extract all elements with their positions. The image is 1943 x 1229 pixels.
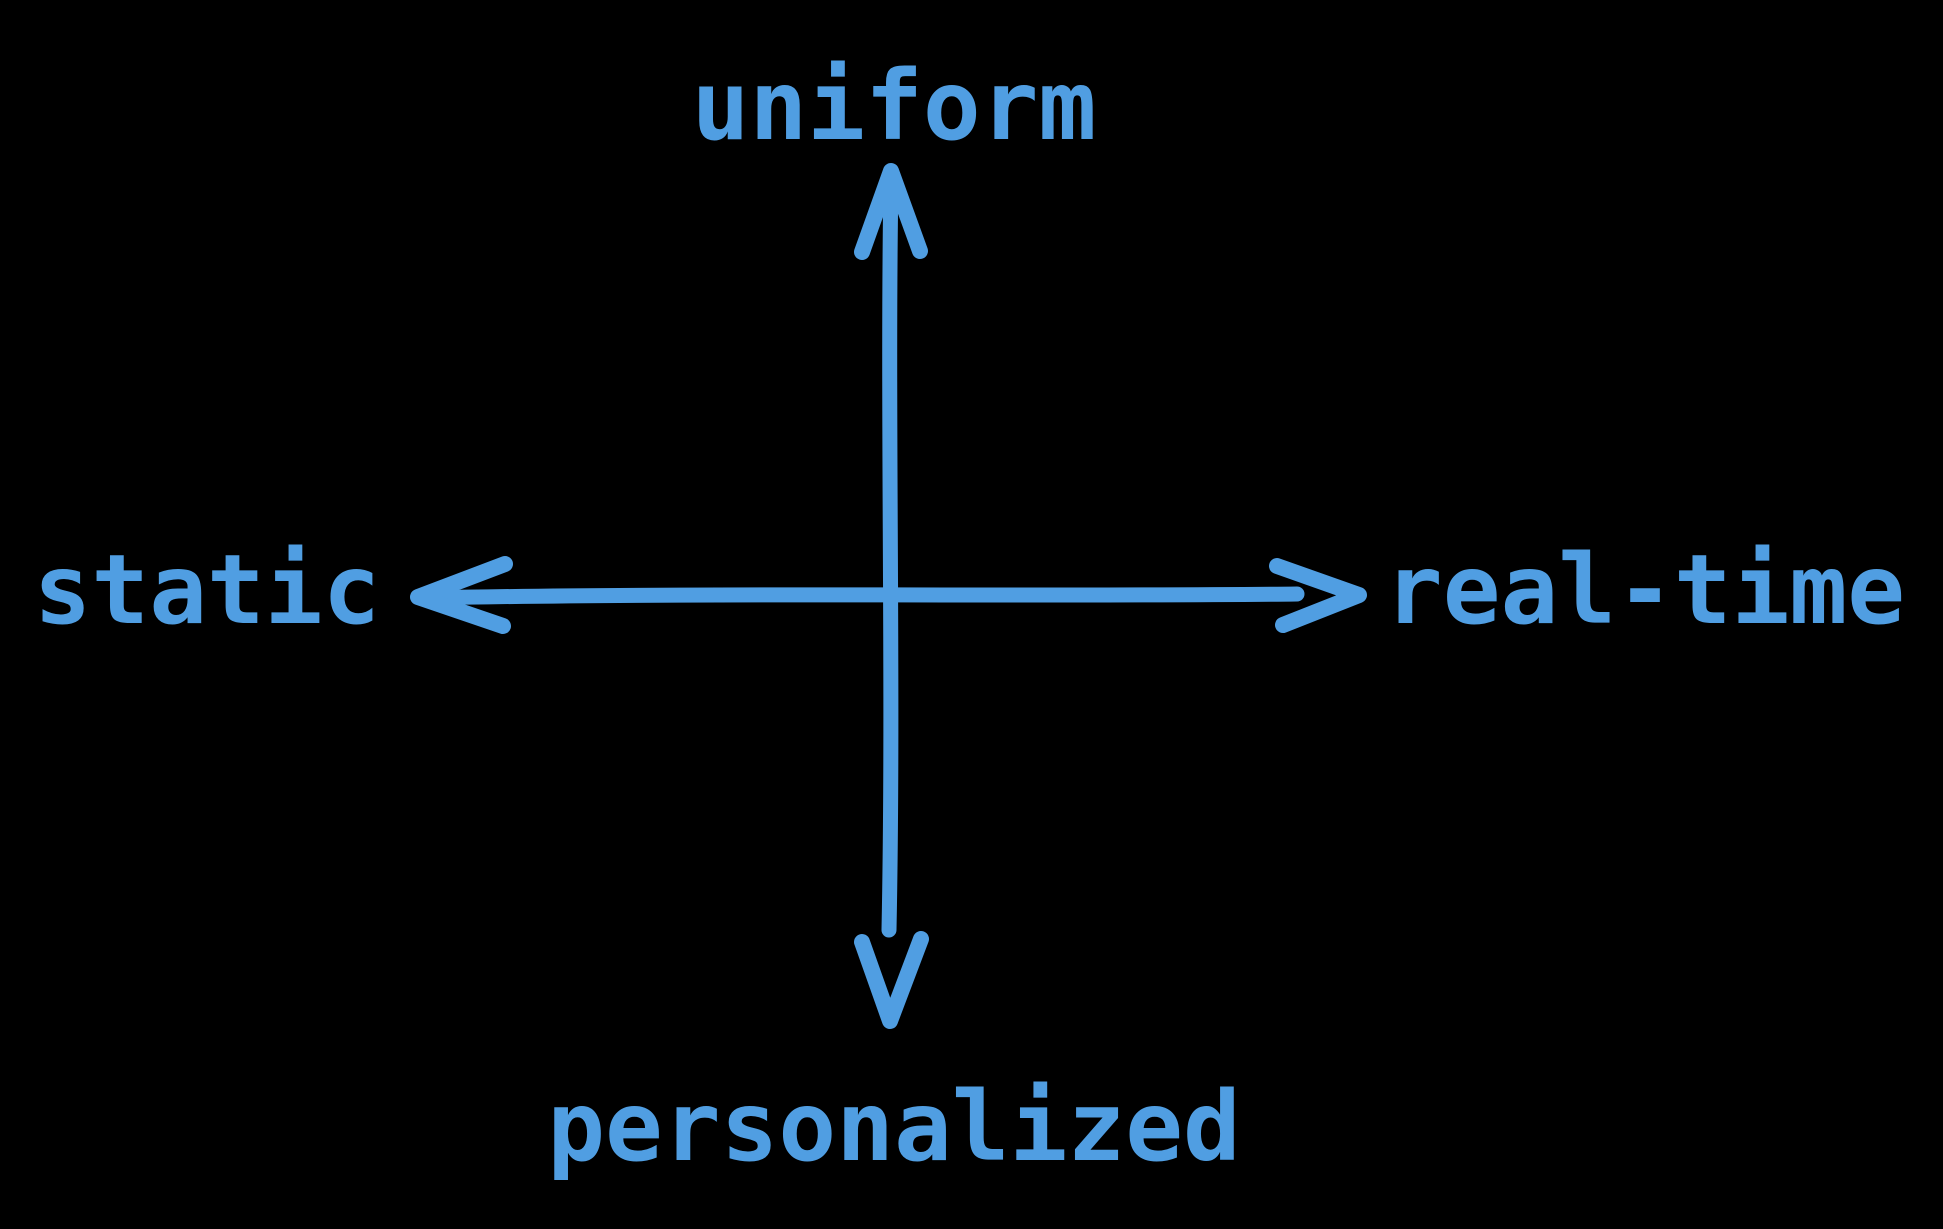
vertical-axis-line xyxy=(881,170,899,938)
vertical-axis-arrowhead-top xyxy=(854,163,928,260)
vertical-axis-bottom-label: personalized xyxy=(547,1070,1241,1183)
horizontal-axis-line xyxy=(420,586,1305,606)
vertical-axis-arrowhead-bottom xyxy=(854,931,929,1029)
horizontal-axis-arrowhead-left xyxy=(410,556,513,634)
horizontal-axis-arrowhead-right xyxy=(1269,558,1367,633)
horizontal-axis-left-label: static xyxy=(33,533,381,646)
vertical-axis-top-label: uniform xyxy=(691,49,1097,162)
horizontal-axis-right-label: real-time xyxy=(1384,533,1906,646)
